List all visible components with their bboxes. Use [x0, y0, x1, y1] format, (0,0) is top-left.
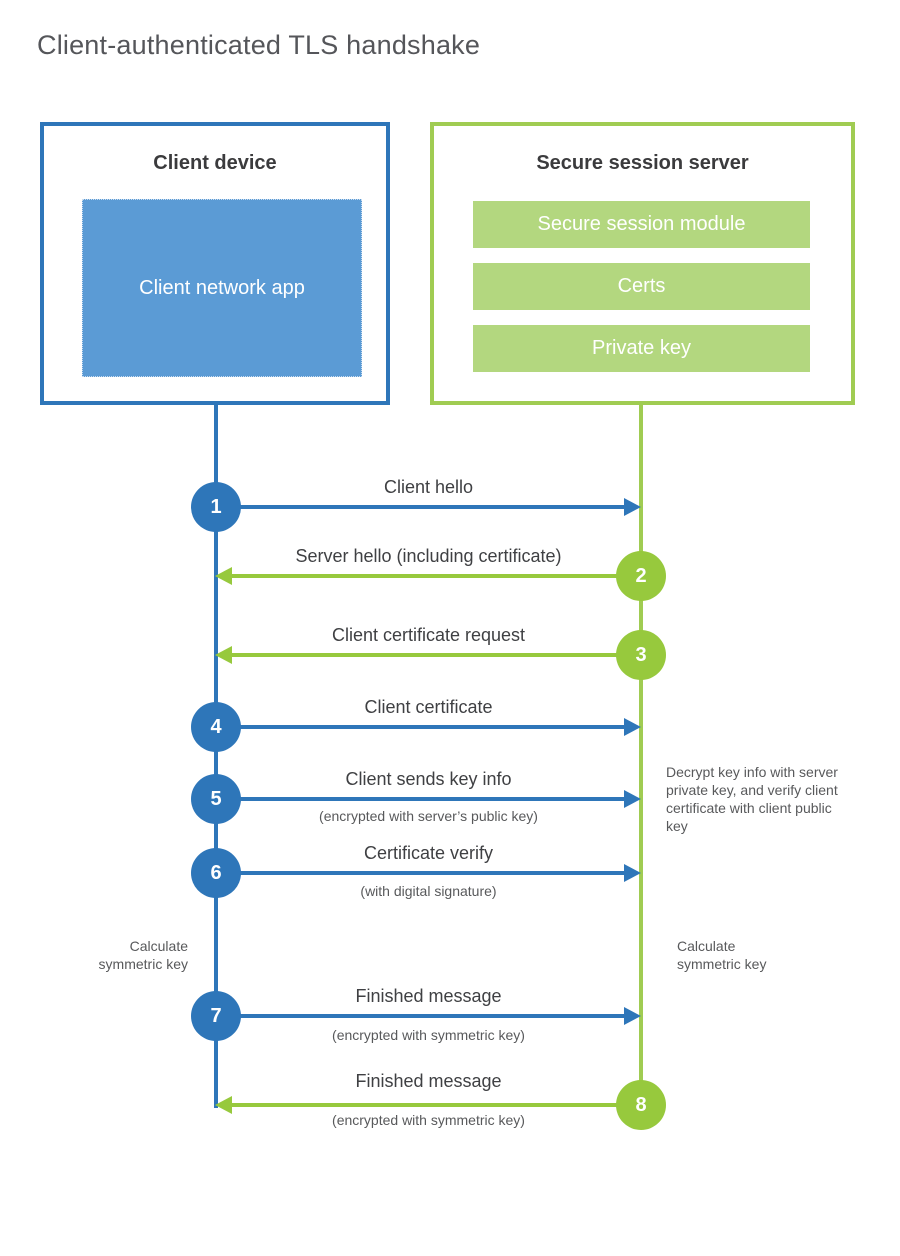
- step-6-sublabel: (with digital signature): [360, 883, 497, 899]
- server-module-private-key: Private key: [473, 325, 810, 372]
- step-7-arrow: [216, 1014, 626, 1018]
- step-7-circle: 7: [191, 991, 241, 1041]
- step-6-arrow: [216, 871, 626, 875]
- step-6-circle: 6: [191, 848, 241, 898]
- step-2-label: Server hello (including certificate): [295, 546, 562, 566]
- step-4-arrowhead-icon: [624, 718, 641, 736]
- step-3-arrow: [232, 653, 639, 657]
- server-title: Secure session server: [536, 152, 749, 174]
- step-8-arrow: [232, 1103, 639, 1107]
- step-3-label: Client certificate request: [331, 625, 526, 645]
- step-5-arrow: [216, 797, 626, 801]
- step-8-circle: 8: [616, 1080, 666, 1130]
- step-8-label: Finished message: [355, 1071, 502, 1091]
- step-5-arrowhead-icon: [624, 790, 641, 808]
- step-5-label: Client sends key info: [345, 769, 512, 789]
- step-5-sublabel: (encrypted with server’s public key): [319, 808, 538, 824]
- step-6-label: Certificate verify: [363, 843, 494, 863]
- step-1-circle: 1: [191, 482, 241, 532]
- server-module-certs: Certs: [473, 263, 810, 310]
- step-7-label: Finished message: [355, 986, 502, 1006]
- note-calculate-symmetric-key-client: Calculate symmetric key: [98, 938, 188, 972]
- client-device-title: Client device: [153, 152, 277, 174]
- step-7-sublabel: (encrypted with symmetric key): [332, 1027, 525, 1043]
- step-7-arrowhead-icon: [624, 1007, 641, 1025]
- step-8-sublabel: (encrypted with symmetric key): [332, 1112, 525, 1128]
- step-2-arrow: [232, 574, 639, 578]
- step-6-arrowhead-icon: [624, 864, 641, 882]
- step-1-label: Client hello: [383, 477, 474, 497]
- page-title: Client-authenticated TLS handshake: [37, 30, 481, 60]
- step-1-arrowhead-icon: [624, 498, 641, 516]
- note-decrypt-key-info: Decrypt key info with server private key…: [666, 764, 838, 834]
- client-network-app-label: Client network app: [139, 276, 305, 299]
- server-lifeline: [639, 405, 643, 1106]
- step-3-circle: 3: [616, 630, 666, 680]
- server-module-secure-session: Secure session module: [473, 201, 810, 248]
- client-network-app-box: Client network app: [82, 199, 362, 377]
- note-calculate-symmetric-key-server: Calculate symmetric key: [677, 938, 767, 972]
- client-device-box: Client device Client network app: [40, 122, 390, 405]
- client-lifeline: [214, 405, 218, 1108]
- server-box: Secure session server Secure session mod…: [430, 122, 855, 405]
- step-8-arrowhead-icon: [215, 1096, 232, 1114]
- step-4-circle: 4: [191, 702, 241, 752]
- step-5-circle: 5: [191, 774, 241, 824]
- step-3-arrowhead-icon: [215, 646, 232, 664]
- step-2-arrowhead-icon: [215, 567, 232, 585]
- step-1-arrow: [216, 505, 626, 509]
- step-2-circle: 2: [616, 551, 666, 601]
- step-4-label: Client certificate: [364, 697, 493, 717]
- step-4-arrow: [216, 725, 626, 729]
